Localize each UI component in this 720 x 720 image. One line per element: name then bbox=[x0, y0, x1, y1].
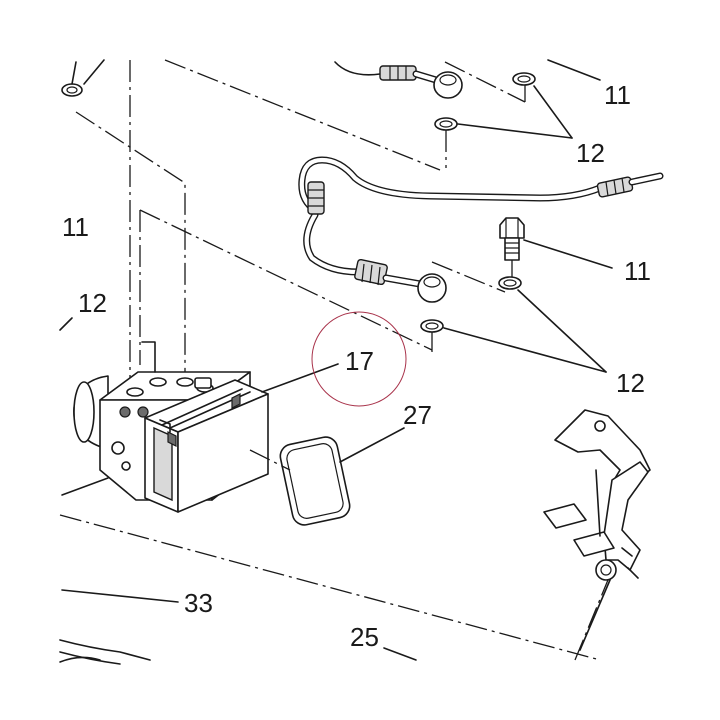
cover-pad bbox=[279, 436, 351, 526]
leader-11-top bbox=[547, 59, 601, 81]
o-ring-mid-right bbox=[498, 276, 522, 290]
leader-12-mid-b bbox=[443, 327, 607, 373]
banjo-bolt bbox=[499, 217, 525, 280]
callout-12-mid-right: 12 bbox=[616, 368, 645, 398]
dash-pad bbox=[249, 449, 291, 471]
leader-12-mid-a bbox=[517, 289, 607, 373]
mounting-bracket bbox=[543, 409, 651, 581]
highlight-circle bbox=[311, 311, 407, 407]
leader-33 bbox=[61, 589, 179, 603]
callout-12-left: 12 bbox=[78, 288, 107, 318]
o-ring-mid bbox=[420, 319, 444, 333]
bottom-left-part bbox=[59, 639, 151, 665]
leader-25 bbox=[383, 647, 417, 661]
callout-11-bolt: 11 bbox=[624, 256, 651, 286]
o-ring-upper-right bbox=[512, 72, 536, 86]
o-ring-upper-mid bbox=[434, 117, 458, 131]
callout-17: 17 bbox=[345, 346, 374, 376]
callout-12-top-right: 12 bbox=[576, 138, 605, 168]
callout-25: 25 bbox=[350, 622, 379, 652]
leader-12-left bbox=[59, 317, 73, 331]
callout-33: 33 bbox=[184, 588, 213, 618]
leader-25-bracket bbox=[579, 579, 611, 651]
callout-11-top-right: 11 bbox=[604, 80, 631, 110]
leader-abs-left bbox=[61, 477, 109, 496]
leader-17 bbox=[261, 363, 339, 393]
dash-dot-leaders bbox=[59, 59, 611, 661]
callout-27: 27 bbox=[403, 400, 432, 430]
leader-12-top-b bbox=[457, 123, 573, 139]
leader-12-top-a bbox=[533, 85, 573, 139]
top-brake-hose bbox=[334, 61, 463, 99]
o-ring-top-left bbox=[61, 59, 105, 97]
leader-27 bbox=[339, 427, 405, 463]
leader-11-bolt bbox=[523, 239, 613, 269]
abs-modulator-unit bbox=[73, 341, 269, 513]
middle-brake-line bbox=[298, 156, 664, 303]
callout-11-left: 11 bbox=[62, 212, 89, 242]
